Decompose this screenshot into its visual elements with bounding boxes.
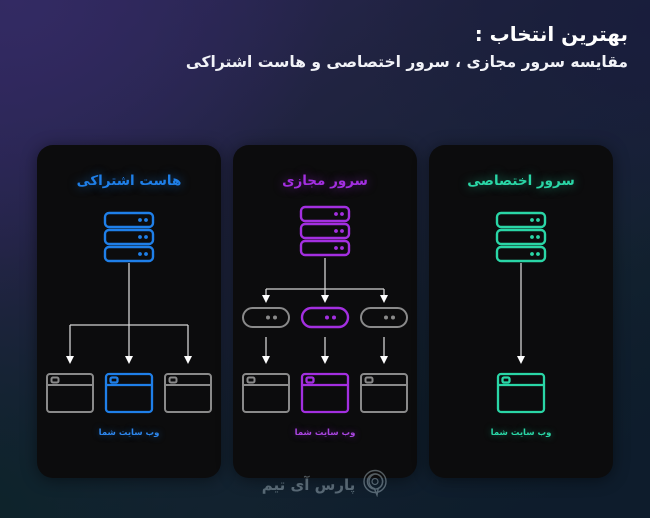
connector-tree-upper: [265, 258, 385, 296]
watermark-text: پارس آی تیم: [261, 476, 356, 494]
website-label-shared-hosting: وب سایت شما: [98, 428, 160, 438]
card-title-vps: سرور مجازی: [282, 173, 368, 189]
card-dedicated-server[interactable]: سرور اختصاصی: [429, 145, 613, 478]
browser-window-icon-active: [104, 372, 154, 414]
vps-node-icon-active: [300, 306, 350, 329]
connector-tree: [69, 263, 189, 358]
connector-arrowhead: [517, 356, 525, 364]
diagram-vps: [233, 145, 417, 478]
vps-node-icon: [360, 307, 408, 328]
page-title: بهترین انتخاب :: [474, 22, 628, 46]
connector-lines-lower: [265, 337, 385, 358]
browser-window-icon: [360, 373, 408, 413]
connector-arrowheads-lower: [262, 356, 388, 364]
website-label-vps: وب سایت شما: [294, 428, 356, 438]
browser-window-icon: [242, 373, 290, 413]
diagram-dedicated-server: [429, 145, 613, 478]
page-subtitle: مقایسه سرور مجازی ، سرور اختصاصی و هاست …: [185, 53, 628, 71]
browser-window-icon: [164, 373, 212, 413]
server-stack-icon: [299, 205, 351, 257]
server-stack-icon: [103, 211, 155, 263]
card-shared-hosting[interactable]: هاست اشتراکی: [37, 145, 221, 478]
browser-window-icon-active: [300, 372, 350, 414]
card-vps[interactable]: سرور مجازی: [233, 145, 417, 478]
server-stack-icon: [495, 211, 547, 263]
header: بهترین انتخاب : مقایسه سرور مجازی ، سرور…: [22, 22, 628, 73]
connector-arrowheads-upper: [262, 295, 388, 303]
diagram-shared-hosting: [37, 145, 221, 478]
card-title-dedicated-server: سرور اختصاصی: [467, 173, 575, 189]
website-label-dedicated-server: وب سایت شما: [490, 428, 552, 438]
comparison-cards: هاست اشتراکی: [37, 145, 613, 478]
watermark: پارس آی تیم: [0, 469, 650, 501]
connector-arrowheads: [66, 356, 192, 364]
spiral-location-logo-icon: [362, 469, 388, 501]
vps-node-icon: [242, 307, 290, 328]
card-title-shared-hosting: هاست اشتراکی: [76, 173, 182, 189]
browser-window-icon: [46, 373, 94, 413]
browser-window-icon-active: [496, 372, 546, 414]
